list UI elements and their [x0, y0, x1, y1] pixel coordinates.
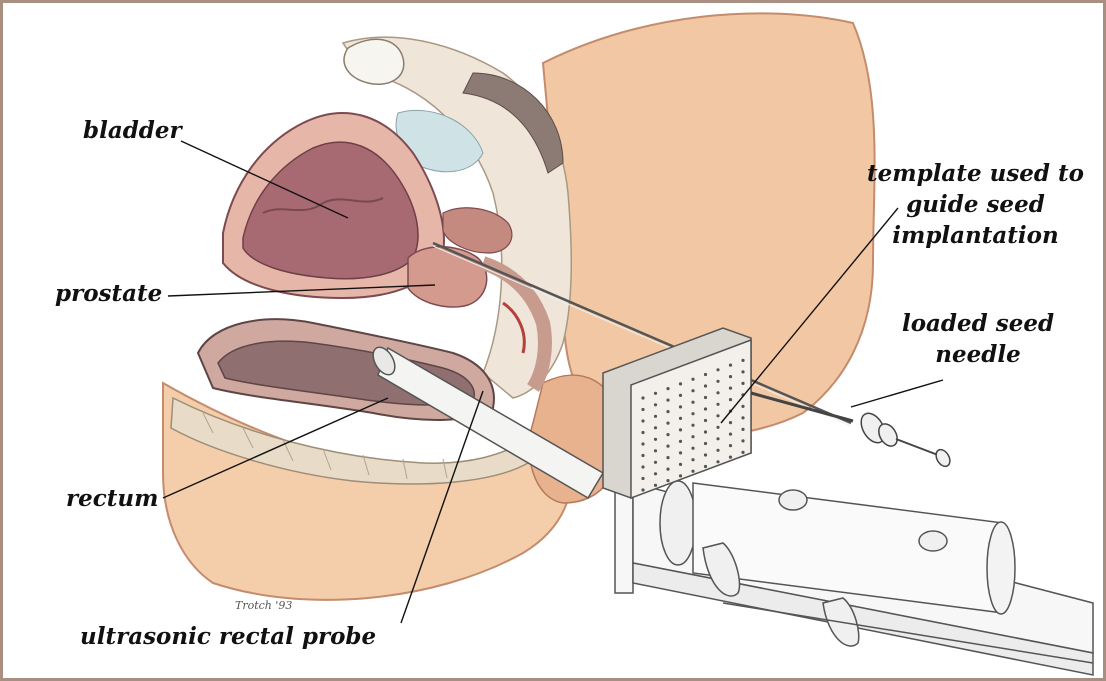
label-template: template used to guide seed implantation — [858, 158, 1093, 251]
template-hole — [704, 430, 707, 433]
template-hole — [704, 373, 707, 376]
template-hole — [641, 477, 644, 480]
template-hole — [679, 451, 682, 454]
template-hole — [691, 470, 694, 473]
template-hole — [654, 484, 657, 487]
template-hole — [666, 456, 669, 459]
label-template-line3: implantation — [858, 220, 1093, 251]
pubic-bone — [344, 39, 404, 84]
template-hole — [654, 426, 657, 429]
template-hole — [729, 364, 732, 367]
template-hole — [691, 424, 694, 427]
template-hole — [729, 456, 732, 459]
template-hole — [716, 380, 719, 383]
template-hole — [666, 422, 669, 425]
template-hole — [716, 403, 719, 406]
template-hole — [641, 408, 644, 411]
template-hole — [641, 454, 644, 457]
label-needle-line1: loaded seed — [898, 308, 1058, 339]
template-hole — [679, 417, 682, 420]
artist-signature: Trotch '93 — [235, 599, 292, 612]
label-needle: loaded seed needle — [898, 308, 1058, 370]
stepper-base — [615, 473, 1093, 675]
template-hole — [691, 389, 694, 392]
template-hole — [716, 426, 719, 429]
template-hole — [729, 444, 732, 447]
template-hole — [654, 415, 657, 418]
template-hole — [654, 438, 657, 441]
template-hole — [666, 468, 669, 471]
template-hole — [704, 396, 707, 399]
template-hole — [704, 442, 707, 445]
template-hole — [716, 437, 719, 440]
template-hole — [691, 412, 694, 415]
label-template-line1: template used to — [858, 158, 1093, 189]
template-hole — [654, 449, 657, 452]
template-hole — [704, 453, 707, 456]
template-hole — [741, 439, 744, 442]
label-needle-line2: needle — [898, 339, 1058, 370]
template-hole — [741, 405, 744, 408]
template-hole — [666, 479, 669, 482]
template-hole — [691, 447, 694, 450]
label-bladder: bladder — [83, 115, 182, 146]
template-hole — [741, 451, 744, 454]
template-hole — [729, 433, 732, 436]
template-hole — [729, 421, 732, 424]
template-hole — [666, 399, 669, 402]
template-hole — [666, 433, 669, 436]
template-hole — [741, 382, 744, 385]
template-hole — [666, 445, 669, 448]
template-hole — [704, 407, 707, 410]
template-hole — [641, 442, 644, 445]
template-hole — [679, 474, 682, 477]
template-hole — [679, 382, 682, 385]
template-hole — [654, 472, 657, 475]
template-hole — [654, 403, 657, 406]
label-rectum: rectum — [66, 483, 158, 514]
template-hole — [716, 460, 719, 463]
template-hole — [704, 419, 707, 422]
template-hole — [729, 398, 732, 401]
template-hole — [704, 384, 707, 387]
label-prostate: prostate — [55, 278, 162, 309]
template-hole — [666, 410, 669, 413]
template-hole — [679, 440, 682, 443]
prostate-shape — [408, 247, 487, 307]
template-hole — [691, 401, 694, 404]
template-hole — [741, 428, 744, 431]
template-hole — [716, 391, 719, 394]
template-hole — [729, 387, 732, 390]
template-hole — [666, 387, 669, 390]
template-hole — [741, 359, 744, 362]
template-hole — [641, 419, 644, 422]
template-hole — [716, 414, 719, 417]
template-hole — [641, 431, 644, 434]
template-hole — [691, 435, 694, 438]
template-hole — [741, 370, 744, 373]
template-hole — [729, 375, 732, 378]
template-hole — [679, 428, 682, 431]
template-hole — [641, 465, 644, 468]
template-hole — [654, 461, 657, 464]
template-hole — [704, 465, 707, 468]
template-hole — [691, 378, 694, 381]
thigh-skin — [163, 383, 573, 600]
label-ultrasonic-probe: ultrasonic rectal probe — [80, 621, 376, 652]
template-hole — [716, 449, 719, 452]
template-hole — [679, 394, 682, 397]
template-hole — [679, 463, 682, 466]
template-hole — [716, 368, 719, 371]
template-hole — [691, 458, 694, 461]
template-hole — [641, 488, 644, 491]
leader-needle — [851, 380, 943, 407]
label-template-line2: guide seed — [858, 189, 1093, 220]
template-hole — [679, 405, 682, 408]
template-hole — [641, 396, 644, 399]
template-hole — [741, 416, 744, 419]
template-hole — [654, 392, 657, 395]
